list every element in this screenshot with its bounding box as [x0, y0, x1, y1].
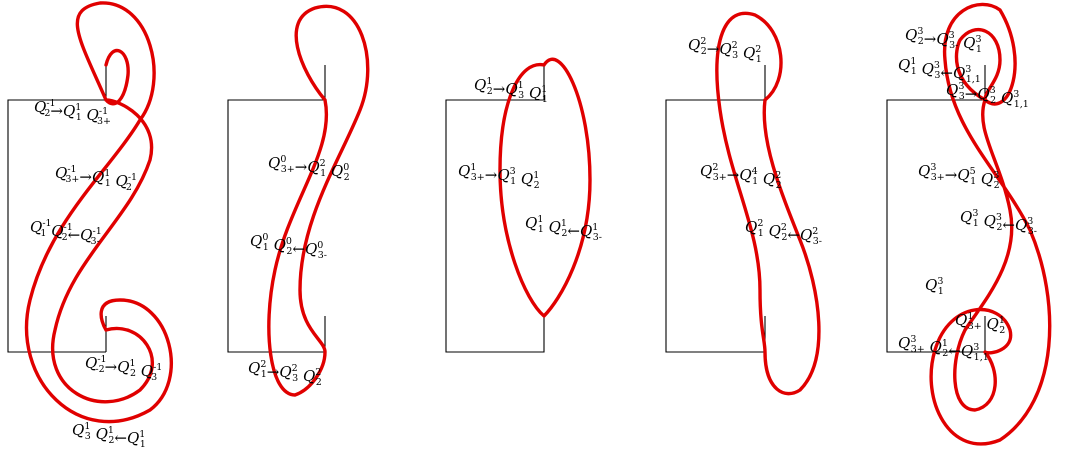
panel-1-curve [24, 1, 173, 424]
panel-3-curve [498, 57, 592, 318]
panel-4-frame [665, 65, 766, 353]
panel-2-frame [227, 65, 326, 353]
panel-5-curve [929, 2, 1052, 446]
panel-4-curve [715, 11, 821, 396]
panel-1-frame [7, 65, 107, 353]
panel-2-curve [267, 4, 370, 397]
panel-3-frame [445, 65, 545, 353]
